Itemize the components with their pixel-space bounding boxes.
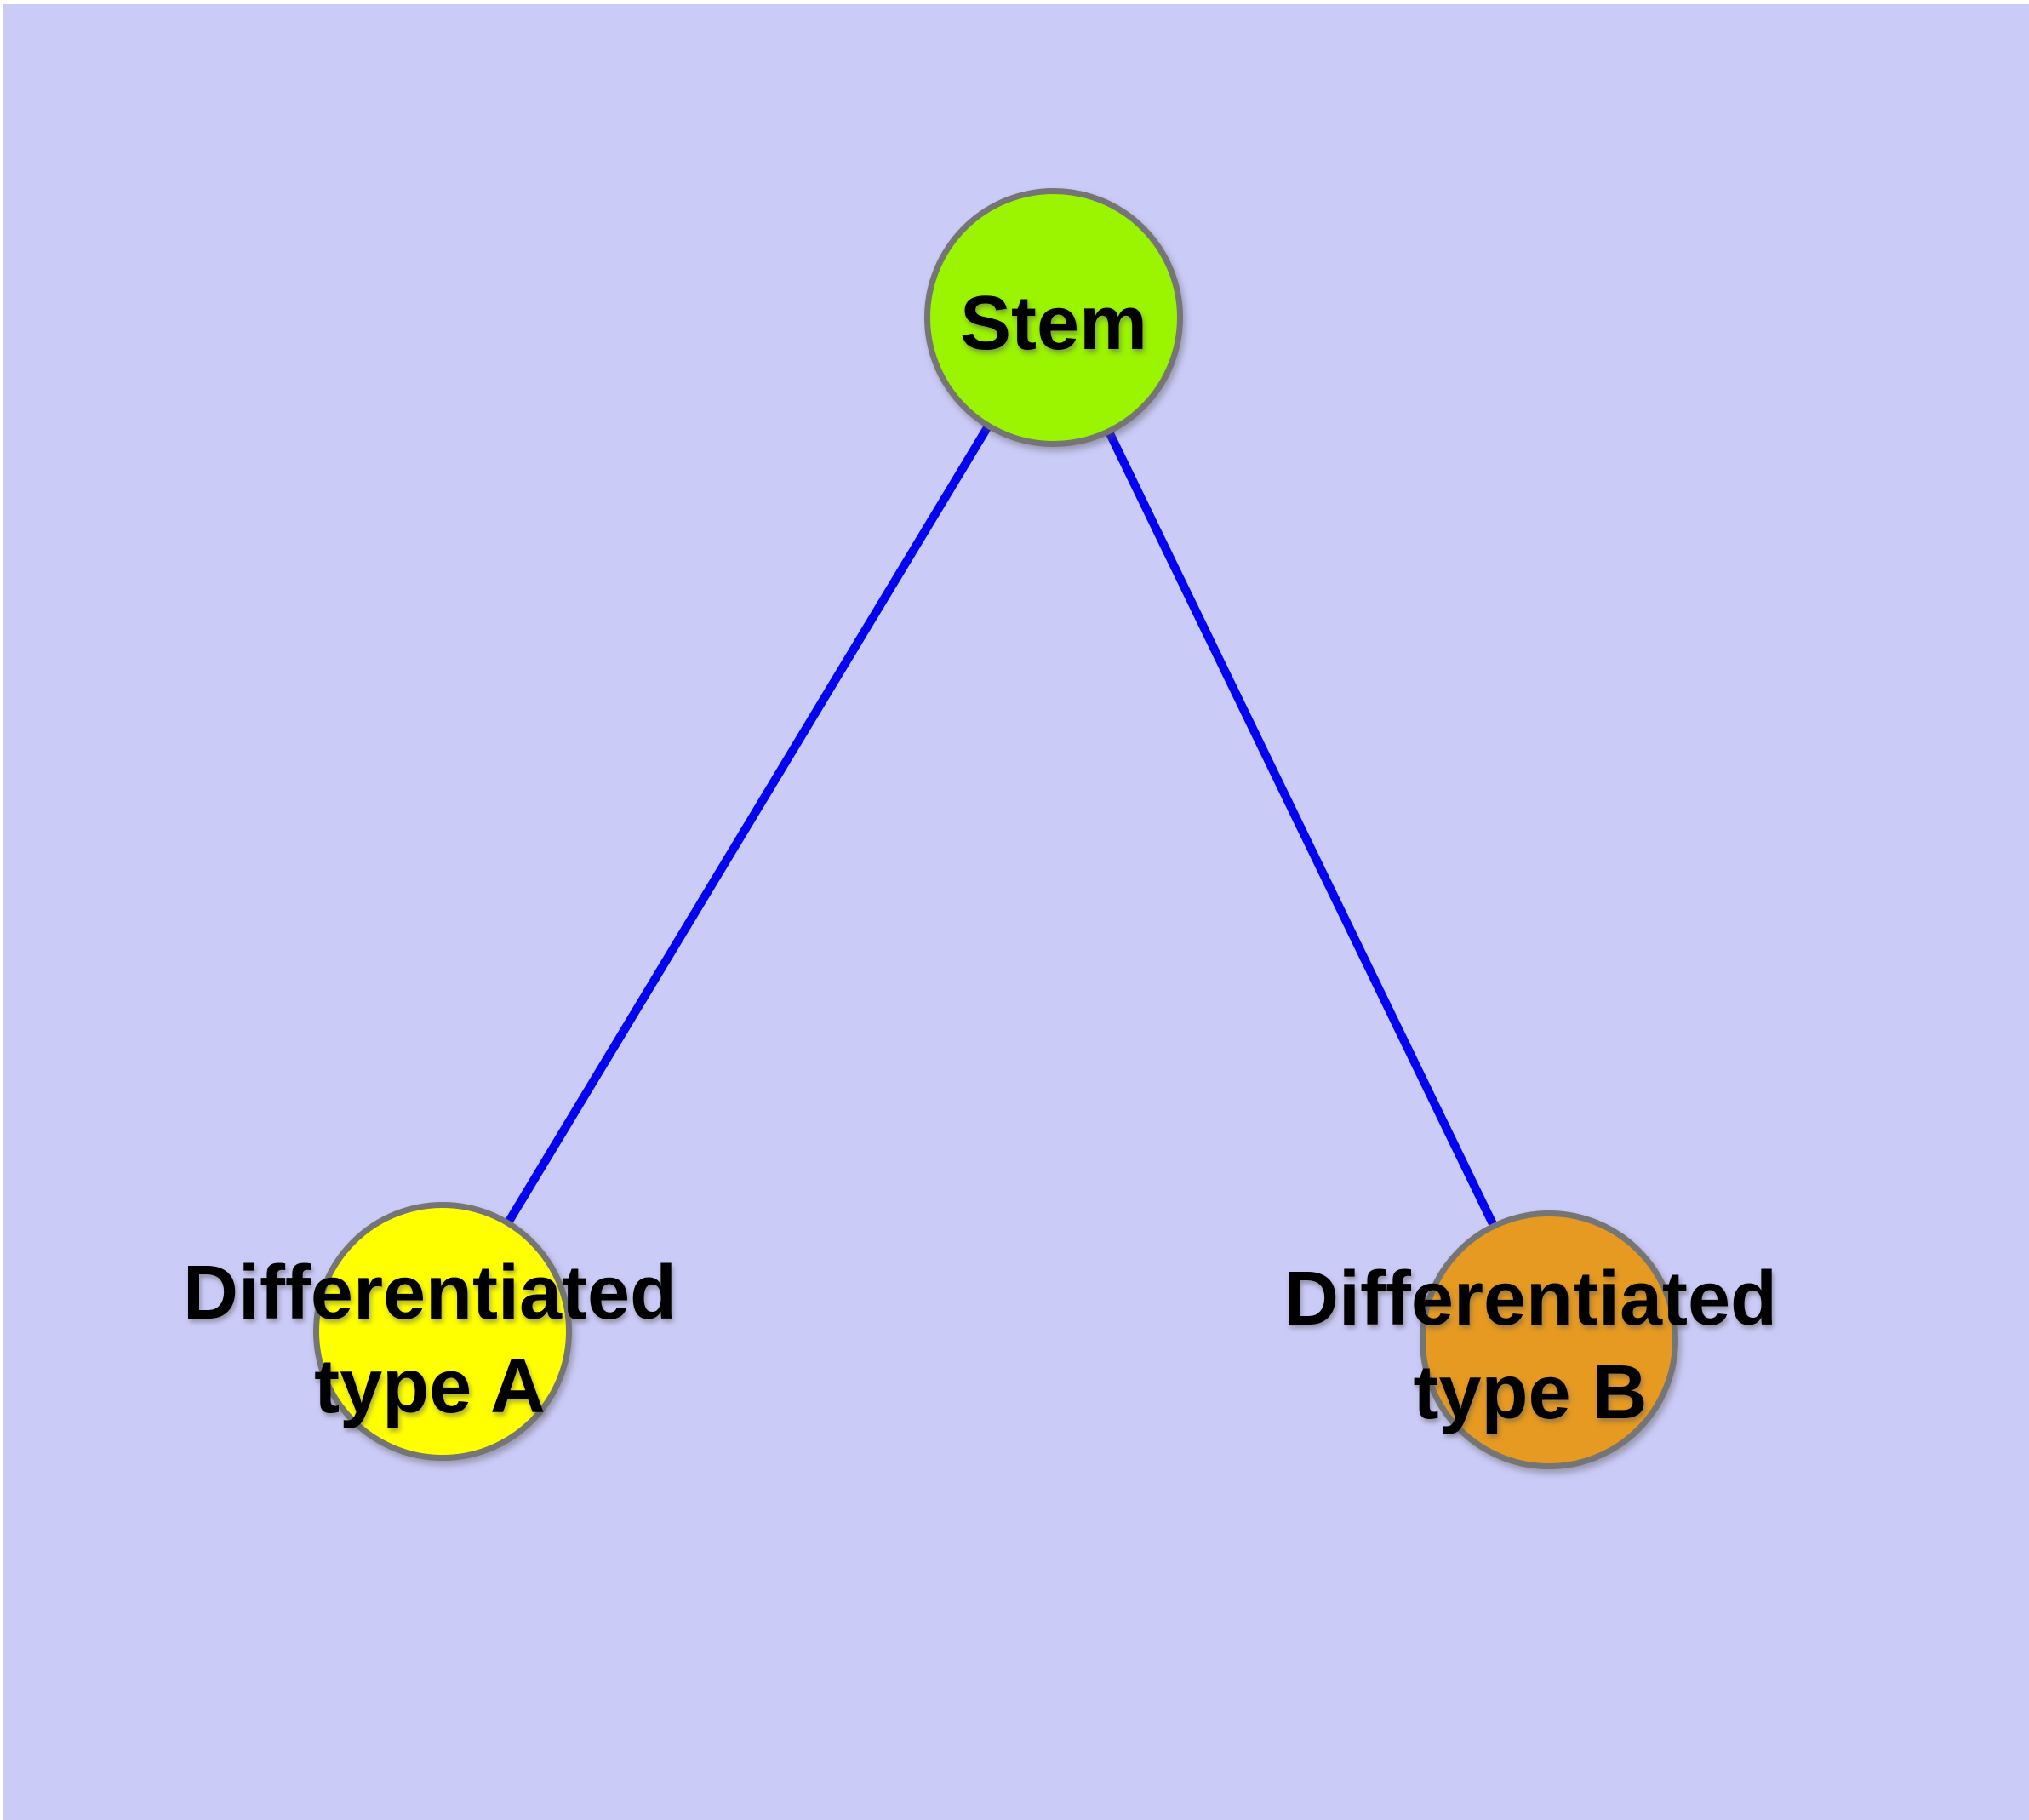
edge-group bbox=[438, 315, 1553, 1342]
node-stem-circle bbox=[924, 188, 1183, 447]
edge-stem-to-type-a bbox=[438, 315, 1058, 1334]
node-type-a-label-line-1: Differentiated bbox=[183, 1251, 677, 1336]
node-stem-label: Stem bbox=[960, 281, 1147, 366]
node-type-a-circle bbox=[313, 1202, 572, 1461]
node-type-b-label-line-2: type B bbox=[1413, 1350, 1647, 1435]
label-group: Stem Differentiated type A Differentiate… bbox=[183, 281, 1777, 1435]
edge-stem-to-type-b bbox=[1049, 315, 1553, 1342]
node-group bbox=[313, 188, 1678, 1469]
node-type-a-label-line-2: type A bbox=[314, 1344, 546, 1429]
node-type-b-label-line-1: Differentiated bbox=[1283, 1256, 1777, 1342]
node-type-b-circle bbox=[1420, 1210, 1678, 1469]
